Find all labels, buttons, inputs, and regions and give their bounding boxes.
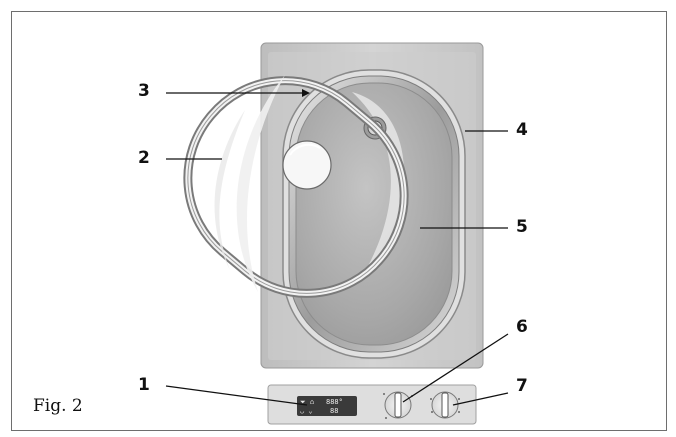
callout-3: 3 [138,81,150,101]
callout-5: 5 [516,217,528,237]
glass-lid [183,76,409,298]
leader-line-6 [402,333,509,403]
display-icons-top: ⏷ ⌂ [300,398,314,406]
lid-reflection [214,75,285,292]
control-knob-7[interactable] [430,391,460,419]
callout-1: 1 [138,375,150,395]
leader-line-1 [165,385,308,406]
leader-line-7 [452,392,509,406]
callout-2: 2 [138,148,150,168]
display-line2: 88 [330,407,338,415]
callout-6: 6 [516,317,528,337]
figure-caption: Fig. 2 [33,396,83,416]
cooking-plate [282,69,466,359]
control-knob-6[interactable] [383,391,413,419]
display-line1: 888° [326,398,343,406]
display-icons-bottom: ◡ ⌄ [300,407,313,415]
lid-handle [282,140,332,190]
callout-4: 4 [516,120,528,140]
display-panel: ⏷ ⌂ ◡ ⌄ 888° 88 [297,396,357,416]
callout-7: 7 [516,376,528,396]
arrowhead-3 [302,89,310,97]
